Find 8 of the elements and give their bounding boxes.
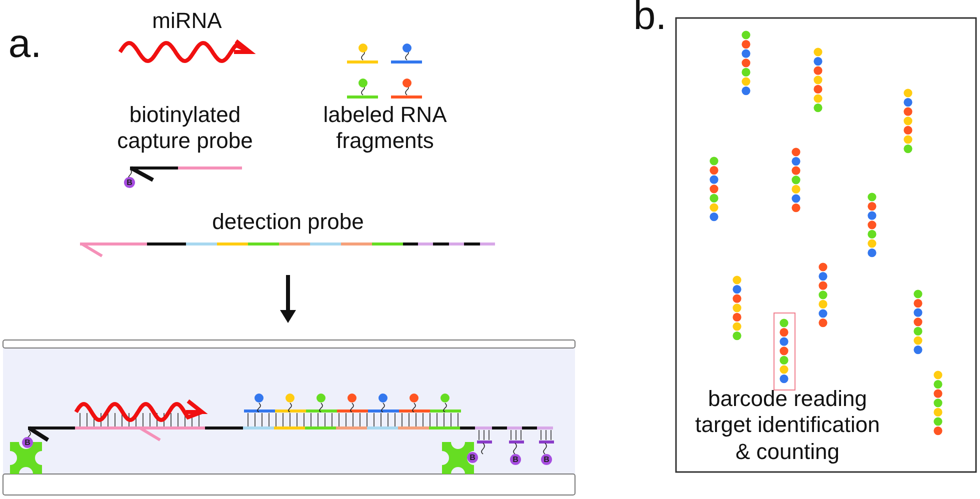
molecule-label: miRNA: [151, 8, 223, 34]
panel-label: a.: [7, 21, 43, 68]
caption-text: barcode reading target identification & counting: [694, 386, 881, 466]
molecule-label: biotinylated capture probe: [116, 102, 254, 155]
panel-label: b.: [632, 0, 668, 40]
biotin-bead: B: [124, 177, 135, 188]
molecule-label: labeled RNA fragments: [322, 102, 448, 155]
molecule-label: detection probe: [211, 209, 365, 236]
